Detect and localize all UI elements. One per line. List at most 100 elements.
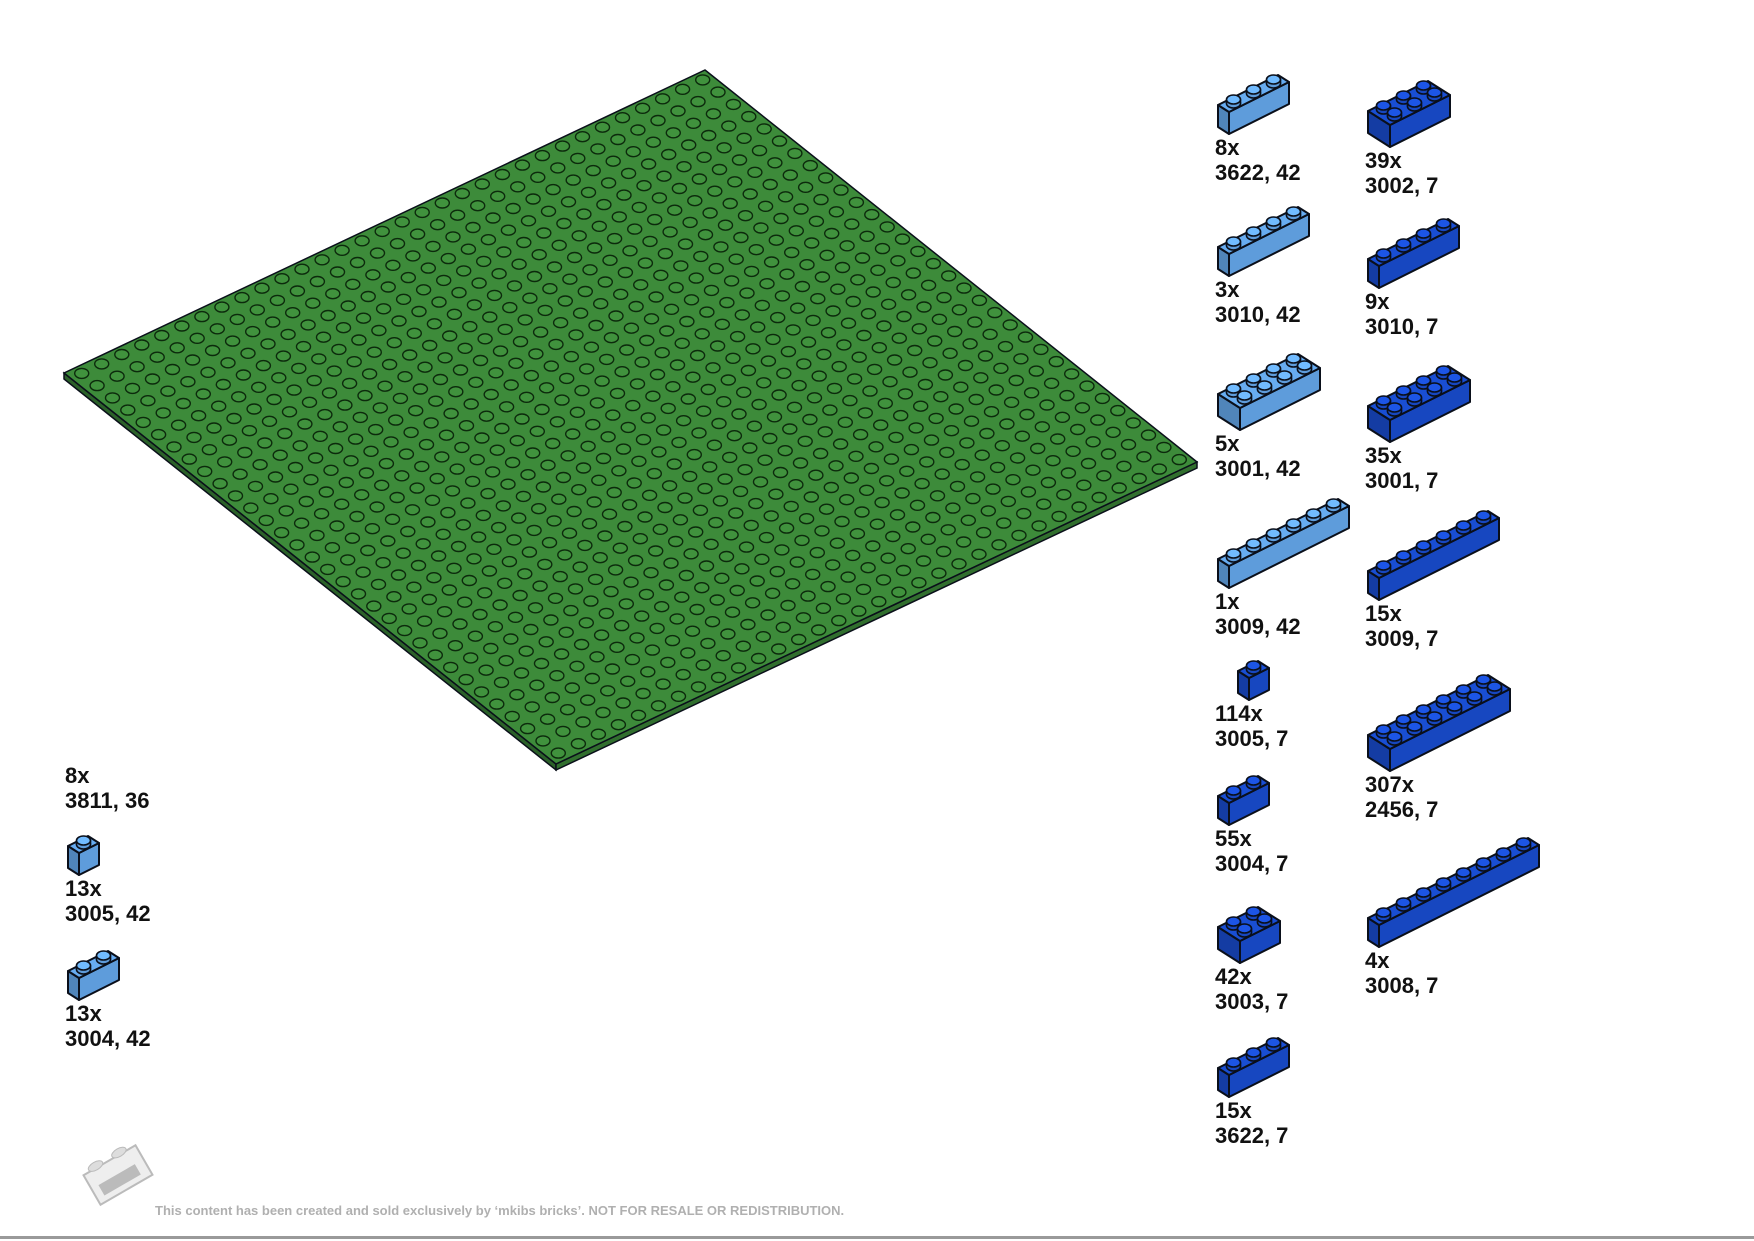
baseplate-stud	[215, 378, 232, 391]
baseplate-stud	[729, 584, 745, 597]
baseplate-stud	[462, 320, 478, 333]
baseplate-stud	[557, 295, 573, 307]
baseplate-stud	[566, 505, 582, 518]
baseplate-stud	[874, 242, 891, 255]
baseplate-stud	[195, 388, 212, 400]
baseplate-stud	[936, 291, 952, 304]
baseplate-stud	[397, 371, 413, 383]
baseplate-stud	[465, 221, 481, 234]
brick-stud	[1415, 228, 1432, 243]
baseplate-stud	[682, 470, 698, 483]
baseplate-stud	[757, 454, 773, 466]
brick-stud	[1406, 97, 1423, 112]
brick-stud	[1285, 206, 1302, 221]
baseplate-stud	[368, 423, 384, 436]
baseplate-stud	[705, 108, 722, 120]
baseplate-stud	[704, 616, 721, 628]
baseplate-stud	[598, 607, 614, 620]
baseplate-stud	[1045, 455, 1061, 467]
baseplate-stud	[301, 396, 318, 408]
baseplate-stud	[275, 350, 292, 362]
baseplate-stud	[511, 512, 527, 524]
brick-stud	[1245, 775, 1262, 790]
baseplate-stud	[935, 545, 952, 558]
baseplate-stud	[611, 211, 627, 223]
baseplate-stud	[372, 402, 388, 414]
baseplate-stud	[862, 385, 878, 397]
baseplate-stud	[959, 437, 975, 449]
part-item-3001-7: 35x 3001, 7	[1365, 365, 1471, 493]
brick-stud	[95, 950, 112, 965]
baseplate-stud	[765, 333, 781, 346]
baseplate-stud	[774, 290, 791, 302]
baseplate-stud	[477, 333, 493, 345]
baseplate-stud	[149, 351, 165, 363]
baseplate-stud	[160, 385, 176, 397]
baseplate-stud	[307, 452, 324, 464]
part-number-color: 3005, 7	[1215, 726, 1289, 751]
baseplate-stud	[486, 289, 503, 302]
baseplate-stud	[686, 448, 702, 461]
baseplate-stud	[140, 395, 156, 407]
baseplate-stud	[491, 521, 507, 534]
baseplate-stud	[883, 453, 900, 465]
baseplate-stud	[355, 312, 372, 324]
baseplate-stud	[454, 187, 470, 200]
baseplate-stud	[603, 332, 620, 344]
baseplate-stud	[381, 612, 397, 625]
baseplate-stud	[737, 209, 754, 222]
baseplate-stud	[509, 435, 525, 447]
baseplate-stud	[532, 580, 548, 592]
baseplate-stud	[805, 314, 821, 327]
baseplate-stud	[666, 458, 682, 470]
baseplate-stud	[908, 422, 924, 434]
baseplate-stud	[555, 725, 571, 738]
brick-stud	[1245, 373, 1262, 388]
baseplate-stud	[635, 433, 652, 446]
mkibs-bricks-logo	[82, 1143, 154, 1207]
baseplate-stud	[911, 323, 927, 335]
baseplate-stud	[879, 475, 895, 487]
baseplate-stud	[386, 337, 402, 349]
baseplate-stud	[550, 162, 566, 174]
baseplate-stud	[426, 318, 443, 330]
baseplate-stud	[762, 178, 778, 191]
brick-stud	[75, 960, 92, 975]
baseplate-stud	[802, 413, 818, 426]
baseplate-stud	[820, 327, 837, 339]
baseplate-stud	[422, 339, 438, 352]
baseplate-stud	[831, 614, 847, 627]
brick-1x3-icon	[1217, 74, 1290, 135]
baseplate-stud	[277, 427, 293, 440]
baseplate-stud	[654, 93, 671, 105]
baseplate-stud	[772, 466, 789, 479]
brick-stud	[1475, 510, 1492, 525]
baseplate-stud	[503, 379, 519, 391]
part-qty: 15x	[1215, 1098, 1252, 1123]
baseplate-stud	[818, 503, 835, 515]
baseplate-stud	[281, 406, 298, 418]
baseplate-stud	[709, 594, 725, 606]
baseplate-stud	[460, 497, 476, 509]
brick-stud	[1426, 382, 1443, 397]
baseplate-stud	[369, 247, 386, 259]
baseplate-stud	[694, 328, 710, 340]
baseplate-stud	[186, 431, 202, 444]
baseplate-stud	[583, 595, 599, 607]
brick-stud	[1475, 857, 1492, 872]
baseplate-stud	[776, 367, 792, 379]
baseplate-stud	[406, 327, 422, 339]
baseplate-stud	[655, 678, 671, 690]
baseplate-stud	[609, 641, 625, 653]
baseplate-stud	[305, 297, 321, 309]
baseplate-stud	[420, 262, 436, 274]
baseplate-stud	[545, 437, 561, 450]
baseplate-stud	[562, 273, 578, 285]
baseplate-stud	[1013, 353, 1029, 365]
baseplate-stud	[837, 416, 853, 428]
baseplate-stud	[866, 363, 883, 376]
brick-stud	[1446, 372, 1463, 387]
baseplate-stud	[692, 504, 709, 516]
baseplate-stud	[714, 572, 730, 584]
baseplate-stud	[931, 313, 948, 325]
